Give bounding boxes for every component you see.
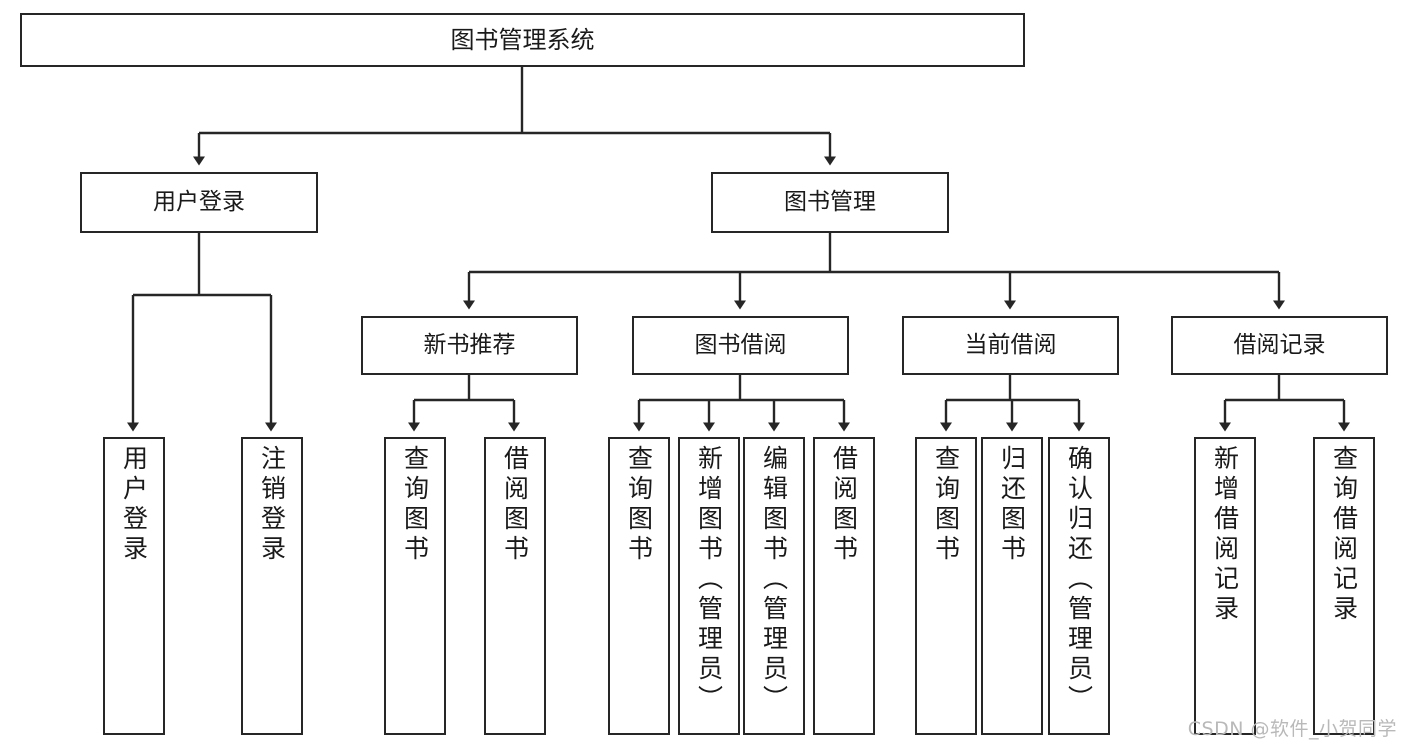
- leaf-edit-book[interactable]: 编辑图书（管理员）: [743, 437, 805, 735]
- node-book-manage-label: 图书管理: [784, 188, 876, 215]
- leaf-query-borrow-record[interactable]: 查询借阅记录: [1313, 437, 1375, 735]
- leaf-return-book-label: 归还图书: [997, 445, 1027, 565]
- leaf-query-book-recommend[interactable]: 查询图书: [384, 437, 446, 735]
- leaf-user-login[interactable]: 用户登录: [103, 437, 165, 735]
- leaf-borrow-book-recommend-label: 借阅图书: [500, 445, 530, 565]
- node-root-label: 图书管理系统: [450, 25, 595, 54]
- node-root[interactable]: 图书管理系统: [20, 13, 1025, 67]
- node-borrow-record-label: 借阅记录: [1233, 331, 1326, 358]
- leaf-add-borrow-record-label: 新增借阅记录: [1210, 445, 1240, 625]
- watermark: CSDN @软件_小贺同学: [1187, 718, 1397, 740]
- leaf-return-book[interactable]: 归还图书: [981, 437, 1043, 735]
- leaf-user-login-label: 用户登录: [119, 445, 149, 565]
- leaf-borrow-book-recommend[interactable]: 借阅图书: [484, 437, 546, 735]
- leaf-logout-label: 注销登录: [257, 445, 287, 565]
- leaf-add-book-label: 新增图书（管理员）: [694, 445, 724, 715]
- node-new-book-recommend[interactable]: 新书推荐: [361, 316, 578, 375]
- node-user-login[interactable]: 用户登录: [80, 172, 318, 233]
- leaf-query-book-recommend-label: 查询图书: [400, 445, 430, 565]
- node-book-borrow-label: 图书借阅: [694, 331, 787, 358]
- leaf-query-book-current[interactable]: 查询图书: [915, 437, 977, 735]
- node-borrow-record[interactable]: 借阅记录: [1171, 316, 1388, 375]
- leaf-add-book[interactable]: 新增图书（管理员）: [678, 437, 740, 735]
- leaf-edit-book-label: 编辑图书（管理员）: [759, 445, 789, 715]
- node-current-borrow-label: 当前借阅: [964, 331, 1057, 358]
- leaf-confirm-return-label: 确认归还（管理员）: [1064, 445, 1094, 715]
- node-book-manage[interactable]: 图书管理: [711, 172, 949, 233]
- leaf-borrow-book[interactable]: 借阅图书: [813, 437, 875, 735]
- leaf-query-book-current-label: 查询图书: [931, 445, 961, 565]
- leaf-borrow-book-label: 借阅图书: [829, 445, 859, 565]
- leaf-add-borrow-record[interactable]: 新增借阅记录: [1194, 437, 1256, 735]
- leaf-query-book-borrow-label: 查询图书: [624, 445, 654, 565]
- leaf-confirm-return[interactable]: 确认归还（管理员）: [1048, 437, 1110, 735]
- leaf-logout[interactable]: 注销登录: [241, 437, 303, 735]
- node-new-book-recommend-label: 新书推荐: [423, 331, 516, 358]
- leaf-query-book-borrow[interactable]: 查询图书: [608, 437, 670, 735]
- node-user-login-label: 用户登录: [153, 188, 245, 215]
- node-current-borrow[interactable]: 当前借阅: [902, 316, 1119, 375]
- leaf-query-borrow-record-label: 查询借阅记录: [1329, 445, 1359, 625]
- node-book-borrow[interactable]: 图书借阅: [632, 316, 849, 375]
